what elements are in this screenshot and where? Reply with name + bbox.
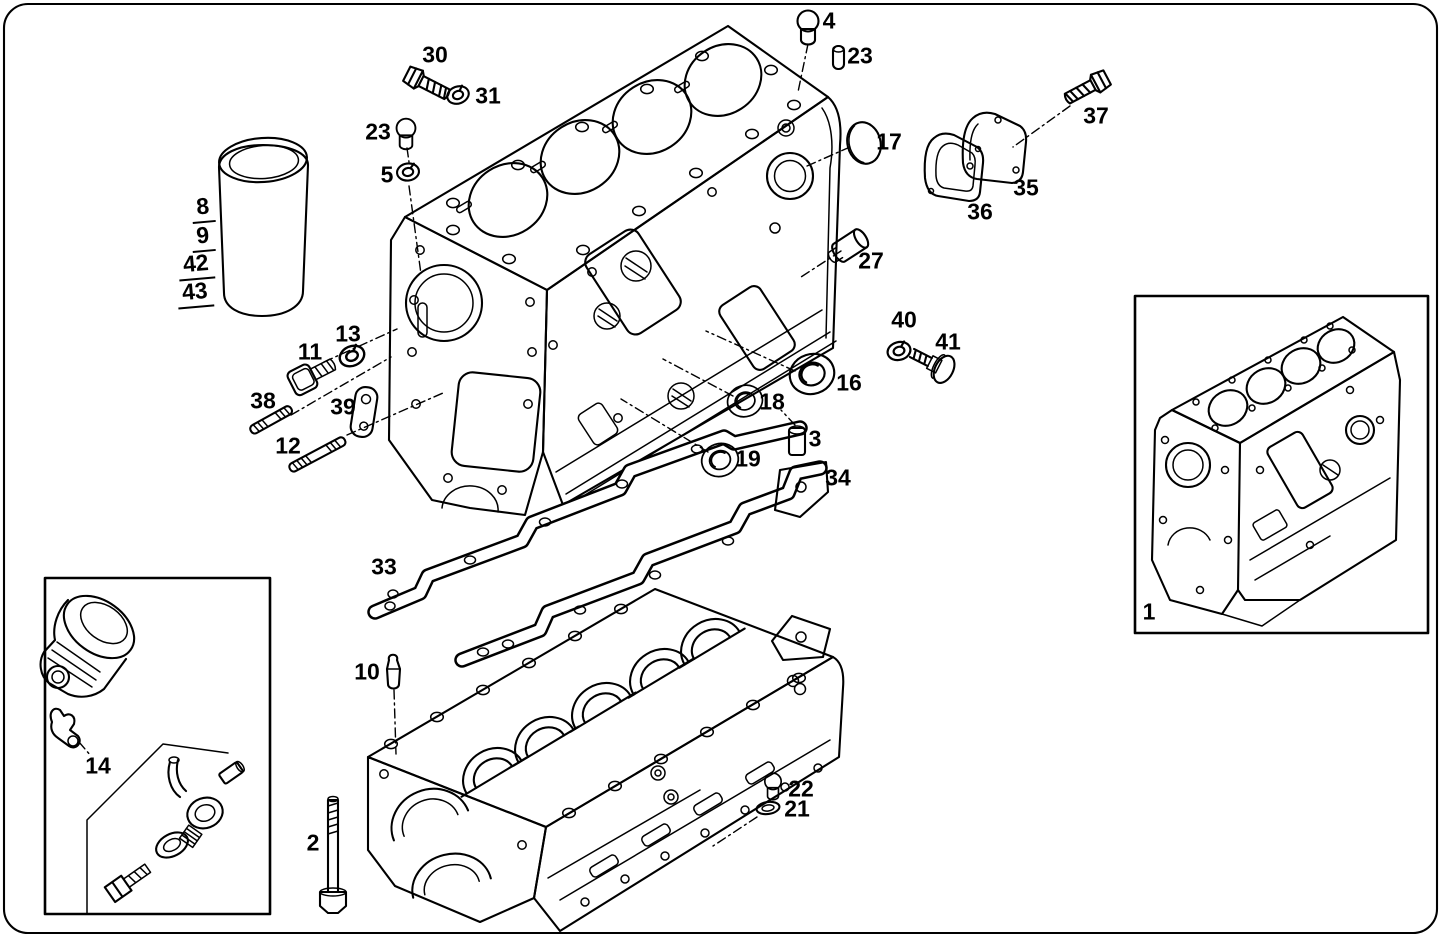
bolt-37-icon	[1060, 67, 1113, 110]
plate-39-icon	[349, 385, 379, 439]
piston-art	[39, 594, 136, 698]
left-inset-box	[39, 576, 272, 916]
stud-38-icon	[249, 405, 294, 435]
bolt-11-icon	[286, 358, 337, 397]
washer-21-icon	[755, 800, 781, 816]
oil-jet-assembly-art	[103, 756, 245, 904]
gasket-36-icon	[923, 132, 985, 203]
right-inset-box	[1133, 294, 1430, 635]
gasket-33-art	[367, 420, 808, 620]
washer-5-icon	[394, 161, 422, 183]
leader-lines	[78, 43, 1071, 847]
cover-plate-35-icon	[961, 111, 1028, 185]
cup-plug-17-icon	[846, 121, 882, 165]
inset-boundary-line	[86, 743, 229, 914]
bolt-30-icon	[401, 63, 454, 105]
crankcase-art	[366, 587, 845, 933]
gasket-34-art	[454, 460, 830, 668]
plug-23-top-icon	[395, 117, 417, 151]
assembled-block-art	[1150, 315, 1402, 627]
pin-10-icon	[385, 653, 402, 690]
cylinder-liner-art	[217, 136, 310, 318]
oil-jet-14-icon	[49, 707, 81, 749]
bolt-41-icon	[908, 347, 956, 384]
engine-block-art	[387, 24, 842, 517]
stud-12-icon	[288, 436, 347, 473]
washer-40-icon	[884, 338, 914, 364]
plug-4-icon	[796, 9, 820, 46]
bolt-2-icon	[318, 795, 348, 915]
pin-23-right-icon	[831, 44, 846, 71]
pin-3-icon	[787, 425, 807, 457]
plug-27-icon	[827, 228, 870, 264]
washer-13-icon	[335, 340, 369, 372]
